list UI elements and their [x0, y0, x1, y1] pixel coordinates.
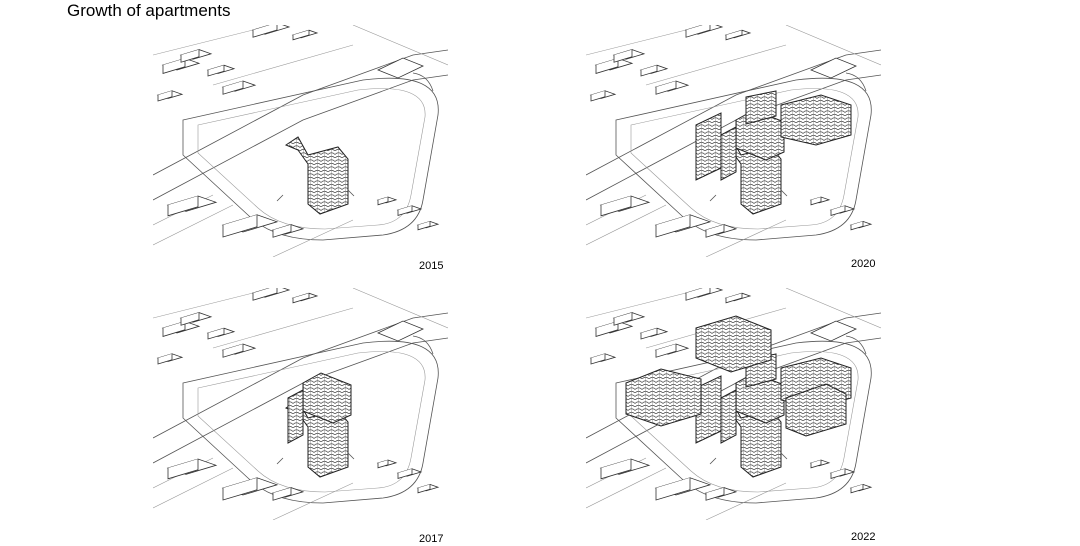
- year-label-2017: 2017: [419, 533, 444, 545]
- apartment-wing: [745, 90, 777, 125]
- apartment-wing: [780, 94, 852, 146]
- year-label-2022: 2022: [851, 531, 876, 543]
- site-context: [153, 288, 448, 520]
- apartment-wing: [302, 372, 352, 424]
- year-label-2020: 2020: [851, 258, 876, 270]
- site-context: [586, 288, 881, 520]
- apartment-wing: [287, 389, 304, 444]
- site-boundary: [182, 340, 439, 504]
- apartment-cluster: [695, 90, 852, 215]
- apartment-wing: [625, 368, 702, 427]
- apartment-wing: [720, 126, 737, 181]
- apartment-wing: [695, 112, 722, 181]
- site-context: [586, 25, 881, 257]
- station-structure: [810, 57, 857, 79]
- site-axonometric: [153, 288, 448, 520]
- page-title: Growth of apartments: [67, 1, 231, 20]
- site-axonometric: [153, 25, 448, 257]
- apartment-cluster: [276, 136, 355, 215]
- apartment-wing: [284, 136, 349, 215]
- site-boundary: [182, 77, 439, 241]
- axon-panel-2022: [586, 288, 881, 520]
- axon-panel-2015: [153, 25, 448, 257]
- site-boundary: [615, 77, 872, 241]
- apartment-wing: [720, 389, 737, 444]
- axon-panel-2017: [153, 288, 448, 520]
- apartment-cluster: [625, 315, 852, 478]
- apartment-wing: [695, 315, 772, 373]
- site-context: [153, 25, 448, 257]
- apartment-cluster: [276, 372, 355, 478]
- axon-panel-2020: [586, 25, 881, 257]
- apartment-wing: [785, 383, 847, 437]
- site-axonometric: [586, 25, 881, 257]
- apartment-wing: [695, 375, 722, 444]
- year-label-2015: 2015: [419, 260, 444, 272]
- station-structure: [810, 320, 857, 342]
- station-structure: [377, 57, 424, 79]
- station-structure: [377, 320, 424, 342]
- site-axonometric: [586, 288, 881, 520]
- site-boundary: [615, 340, 872, 504]
